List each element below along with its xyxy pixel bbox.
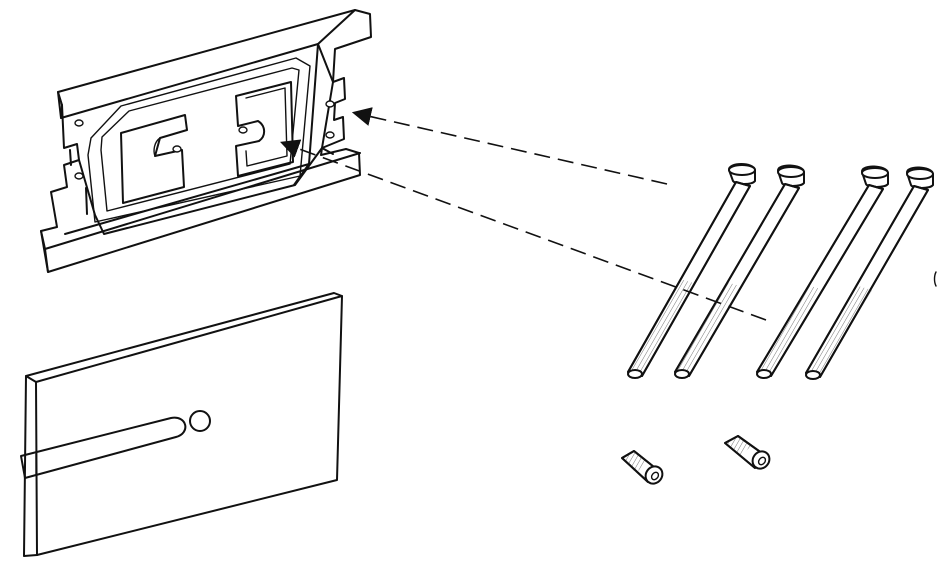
assembly-leaders	[279, 107, 767, 321]
long-bolts	[627, 163, 934, 380]
bolt	[627, 163, 756, 379]
fitting	[724, 435, 771, 470]
bolt	[674, 164, 805, 379]
frame-plate	[40, 9, 372, 273]
page-edge-mark	[933, 271, 937, 287]
bolt	[756, 165, 889, 379]
cover-plate	[20, 292, 343, 557]
bolt	[805, 166, 934, 380]
lower-leader-arrow	[279, 139, 767, 321]
short-fittings	[621, 435, 771, 485]
upper-leader-arrow	[351, 107, 668, 185]
fitting	[621, 450, 664, 485]
